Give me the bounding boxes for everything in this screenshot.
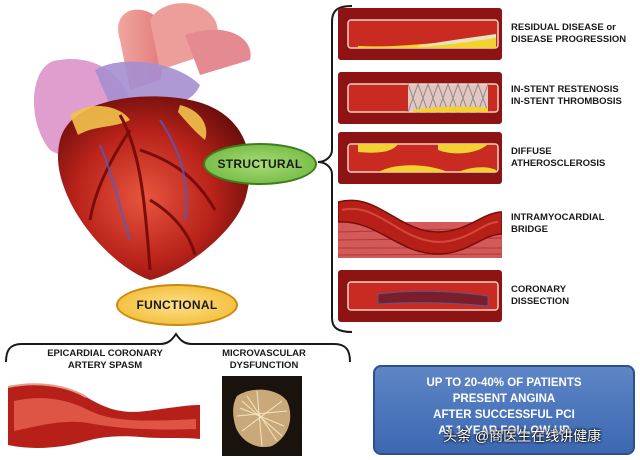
artery-panel-residual [338, 8, 502, 60]
watermark: 头条 @商医生在线讲健康 [443, 428, 602, 444]
stat-line-4: AT 1 YEAR FOLLOW-UP [438, 425, 570, 437]
spasm-artery-illustration [7, 383, 200, 448]
stat-line-2: PRESENT ANGINA [452, 393, 556, 405]
stat-box: UP TO 20-40% OF PATIENTS PRESENT ANGINA … [373, 365, 635, 455]
microvascular-image [222, 376, 302, 456]
heart-illustration [33, 3, 251, 280]
functional-label: FUNCTIONAL [116, 284, 238, 326]
artery-panel-bridge [338, 199, 502, 258]
artery-panel-dissection [338, 270, 502, 322]
stat-line-1: UP TO 20-40% OF PATIENTS [426, 377, 582, 389]
structural-label: STRUCTURAL [203, 143, 317, 185]
artery-panel-diffuse [338, 132, 502, 184]
artery-panel-stent [338, 72, 502, 124]
stat-line-3: AFTER SUCCESSFUL PCI [433, 409, 575, 421]
